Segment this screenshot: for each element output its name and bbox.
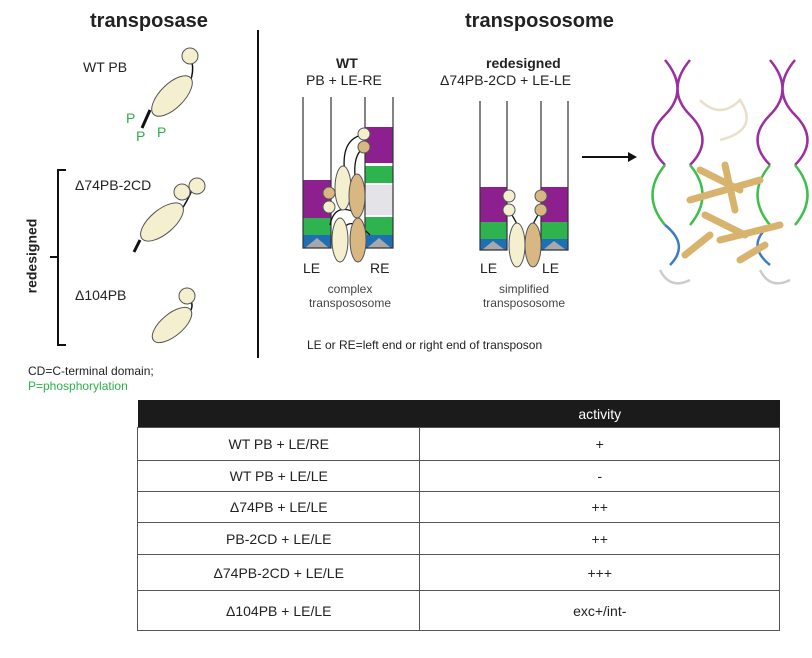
caption-line: transpososome xyxy=(308,296,392,310)
wt-right-end-label: RE xyxy=(370,260,390,276)
redesigned-transpososome-schematic xyxy=(479,101,569,268)
wt-subheading: PB + LE-RE xyxy=(306,72,382,88)
table-cell: + xyxy=(419,427,780,461)
wt-transpososome-schematic xyxy=(302,97,394,263)
redesigned-left-end-label: LE xyxy=(480,260,498,276)
table-cell: Δ104PB + LE/LE xyxy=(136,590,421,631)
transposase-title: transposase xyxy=(90,10,208,32)
table-cell: WT PB + LE/LE xyxy=(136,460,421,492)
phospho-label-3: P xyxy=(157,124,167,140)
wt-pb-label: WT PB xyxy=(83,59,128,75)
phospho-label-2: P xyxy=(136,128,146,144)
table-row: WT PB + LE/RE+ xyxy=(136,427,780,461)
redesigned-subheading: Δ74PB-2CD + LE-LE xyxy=(440,72,572,88)
table-cell: ++ xyxy=(419,491,780,523)
table-cell: +++ xyxy=(419,554,780,591)
table-row: WT PB + LE/LE- xyxy=(136,460,780,492)
activity-table: activity WT PB + LE/RE+ WT PB + LE/LE- Δ… xyxy=(136,400,780,631)
crystal-structure-image xyxy=(651,59,809,285)
redesigned-label: redesigned xyxy=(23,218,40,294)
caption-line: simplified xyxy=(498,282,549,296)
table-header: activity xyxy=(419,400,780,428)
phospho-label-1: P xyxy=(126,110,136,126)
table-cell: PB-2CD + LE/LE xyxy=(136,522,421,555)
legend-cd: CD=C-terminal domain; xyxy=(28,364,154,378)
table-cell: exc+/int- xyxy=(419,590,780,631)
bracket xyxy=(50,169,66,346)
table-row: PB-2CD + LE/LE++ xyxy=(136,522,780,555)
table-cell: Δ74PB-2CD + LE/LE xyxy=(136,554,421,591)
arrow-icon xyxy=(582,152,637,162)
caption-line: transpososome xyxy=(482,296,566,310)
table-cell: Δ74PB + LE/LE xyxy=(136,491,421,523)
d74pb-2cd-molecule xyxy=(132,177,206,253)
legend-phosphorylation: P=phosphorylation xyxy=(28,379,128,393)
table-header xyxy=(137,400,420,428)
ends-footnote: LE or RE=left end or right end of transp… xyxy=(307,338,543,352)
redesigned-heading: redesigned xyxy=(486,55,561,71)
wt-heading: WT xyxy=(336,55,358,71)
table-row: Δ74PB + LE/LE++ xyxy=(136,491,780,523)
caption-line: complex xyxy=(327,282,373,296)
wt-pb-molecule xyxy=(140,47,199,129)
table-cell: WT PB + LE/RE xyxy=(136,427,421,461)
table-row: Δ74PB-2CD + LE/LE+++ xyxy=(136,554,780,591)
diagram-graphics xyxy=(50,30,809,358)
table-cell: - xyxy=(419,460,780,492)
table-header-row: activity xyxy=(137,400,780,428)
d104pb-label: Δ104PB xyxy=(75,287,127,303)
wt-left-end-label: LE xyxy=(303,260,321,276)
d104pb-molecule xyxy=(151,287,196,344)
table-cell: ++ xyxy=(419,522,780,555)
transpososome-title: transpososome xyxy=(465,10,614,32)
redesigned-right-end-label: LE xyxy=(542,260,560,276)
d74pb-2cd-label: Δ74PB-2CD xyxy=(75,177,152,193)
